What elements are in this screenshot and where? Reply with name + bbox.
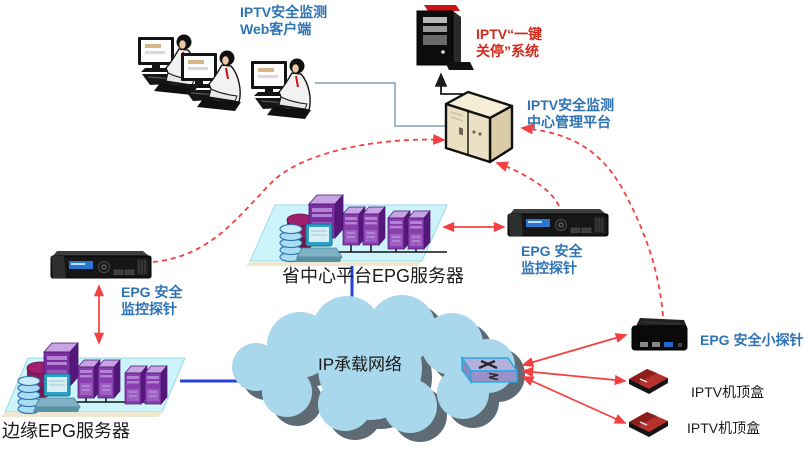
server-tower-icon	[144, 365, 168, 405]
shutdown-system-tower	[416, 5, 474, 70]
server-tower-icon	[407, 210, 431, 250]
mini-probe-label: EPG 安全小探针	[700, 332, 804, 348]
probe-right-label: EPG 安全 监控探针	[521, 243, 583, 276]
ip-network-label: IP承载网络	[318, 355, 403, 374]
province-epg-platform	[246, 194, 448, 266]
server-tower-icon	[387, 210, 411, 250]
server-tower-icon	[77, 359, 101, 399]
arrow-switch-to-stb-bottom	[521, 376, 627, 424]
connection-platform-to-shutdown-arrow	[434, 72, 463, 95]
server-tower-icon	[362, 206, 386, 246]
connection-web-clients-to-platform	[315, 82, 447, 127]
central-platform-label: IPTV安全监测 中心管理平台	[527, 97, 615, 130]
probe-left-label: EPG 安全 监控探针	[121, 284, 183, 317]
stb-top-label: IPTV机顶盒	[691, 384, 765, 400]
central-platform-cabinet	[444, 90, 514, 164]
stb-bottom-device	[628, 411, 669, 438]
dashed-link-left-probe-to-platform	[152, 134, 446, 263]
mini-probe-device	[631, 318, 688, 351]
web-clients-label: IPTV安全监测 Web客户端	[240, 4, 328, 37]
stb-bottom-label: IPTV机顶盒	[687, 420, 761, 436]
red-links	[93, 123, 664, 424]
shutdown-system-label: IPTV“一键 关停”系统	[476, 26, 543, 59]
workstation-icon	[250, 57, 312, 120]
edge-epg-platform	[1, 342, 186, 417]
dashed-link-mini-probe-to-platform	[520, 123, 664, 317]
switch-icon	[460, 355, 519, 385]
dashed-link-right-probe-to-platform	[495, 161, 560, 207]
province-epg-label: 省中心平台EPG服务器	[282, 266, 465, 286]
workstation-icon	[180, 49, 242, 112]
server-tower-icon	[97, 359, 121, 399]
web-clients-workstations	[137, 33, 312, 120]
server-tower-icon	[124, 365, 148, 405]
stb-top-device	[628, 368, 669, 395]
ip-network-cloud	[232, 295, 525, 442]
arrow-switch-to-mini-probe	[521, 332, 628, 368]
arrow-switch-to-stb-top	[521, 366, 627, 386]
epg-probe-left-device	[50, 250, 152, 279]
server-tower-icon	[342, 206, 366, 246]
edge-epg-label: 边缘EPG服务器	[2, 421, 131, 441]
epg-probe-right-device	[507, 208, 609, 237]
